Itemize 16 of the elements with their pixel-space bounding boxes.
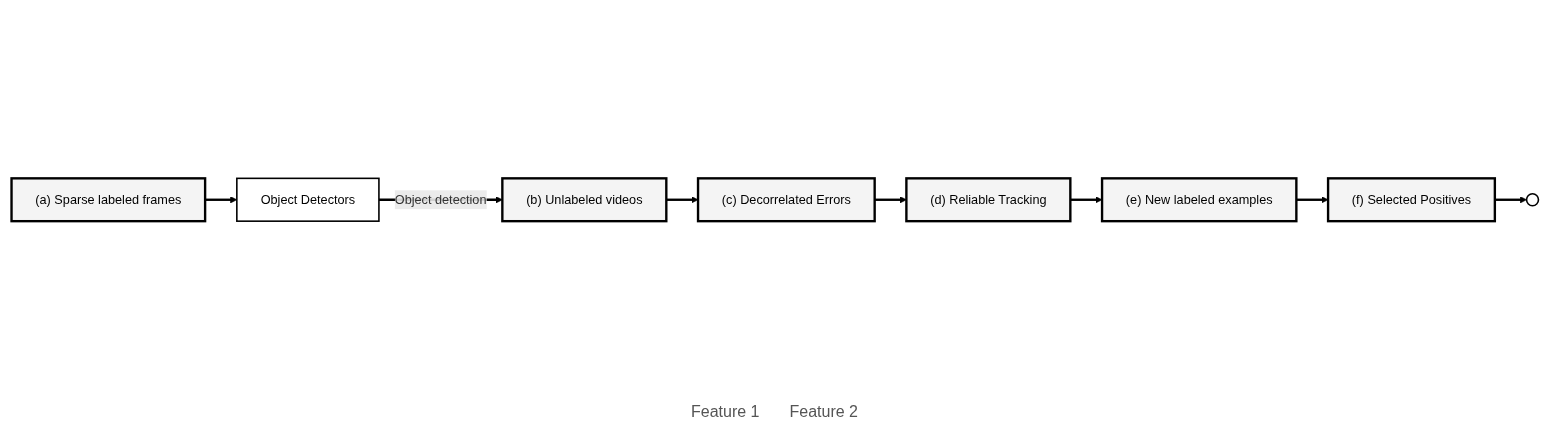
- node-box: (d) Reliable Tracking: [904, 176, 1072, 223]
- arrow: [1494, 196, 1527, 203]
- arrow: [1295, 196, 1328, 203]
- edge-label: Object detection: [394, 192, 486, 206]
- arrow: [665, 196, 698, 203]
- node-box: Object Detectors: [235, 177, 380, 222]
- arrow: [1069, 196, 1102, 203]
- axis-label: Feature 1: [691, 403, 760, 421]
- node-box: (a) Sparse labeled frames: [9, 176, 206, 223]
- axis-label: Feature 2: [789, 403, 858, 421]
- node-box: (e) New labeled examples: [1100, 176, 1298, 223]
- arrow: [204, 196, 237, 203]
- node-box: (c) Decorrelated Errors: [696, 176, 876, 223]
- node-box: (b) Unlabeled videos: [500, 176, 667, 223]
- node-circle: [1525, 192, 1539, 207]
- node-box: (f) Selected Positives: [1326, 176, 1496, 223]
